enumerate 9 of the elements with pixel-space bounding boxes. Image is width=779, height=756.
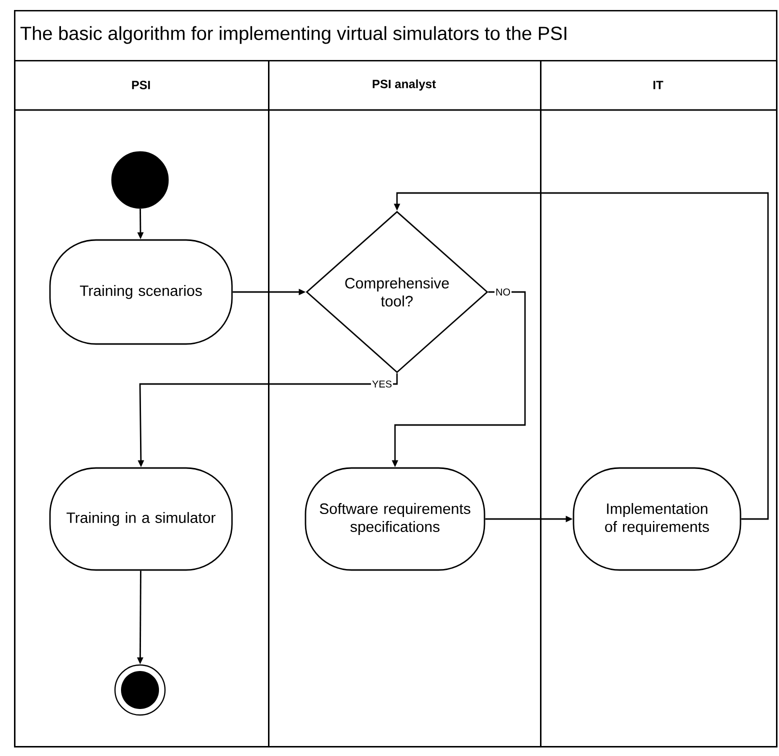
edge-label: NO xyxy=(494,287,512,297)
activity-box: Training scenarios xyxy=(49,239,233,345)
activity-box: Implementation of requirements xyxy=(572,467,742,571)
edge-label: YES xyxy=(371,379,393,389)
start-node xyxy=(111,151,169,209)
activity-box: Training in a simulator xyxy=(49,467,233,571)
end-node xyxy=(114,664,166,716)
title: The basic algorithm for implementing virtual simulators to the PSI xyxy=(20,26,566,44)
activity-box: Software requirements specifications xyxy=(304,467,486,571)
